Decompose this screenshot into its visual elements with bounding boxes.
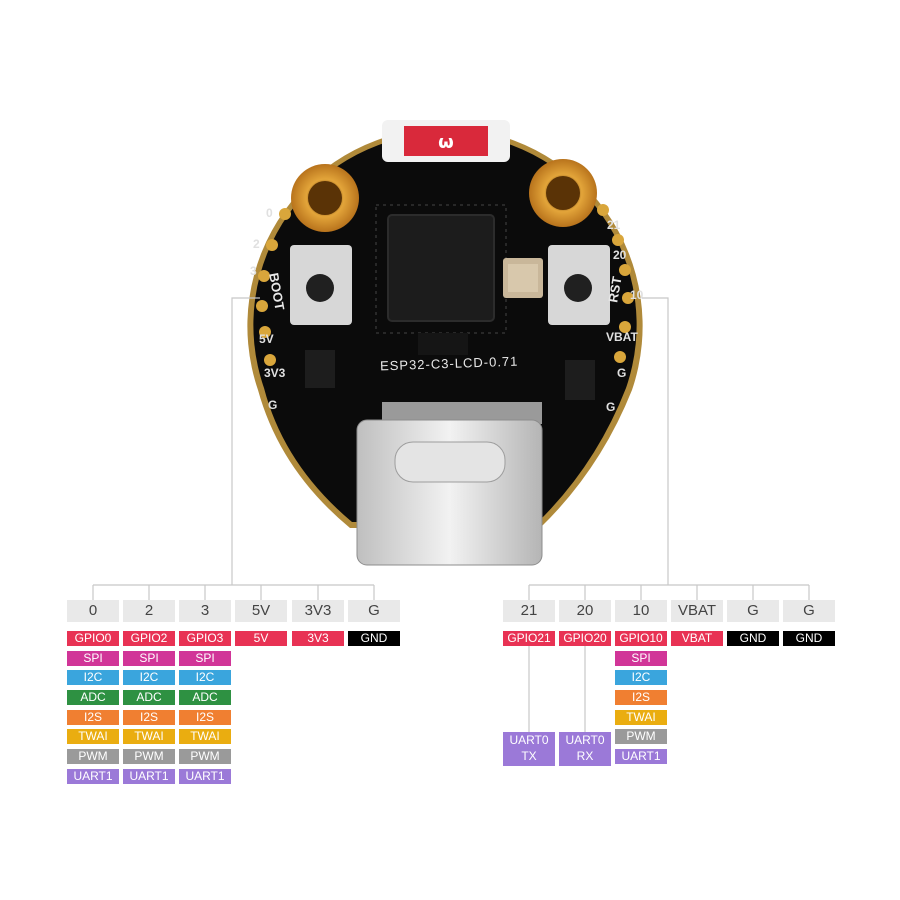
silk-label-g3: G bbox=[606, 400, 616, 414]
pin-tags-g3: GND bbox=[783, 631, 835, 651]
pin-function-tag-i2s: I2S bbox=[67, 709, 119, 725]
pin-function-tag-pwm: PWM bbox=[615, 729, 667, 745]
pin-function-tag-gpio2: GPIO2 bbox=[123, 631, 175, 646]
pin-header-3: 3 bbox=[179, 600, 231, 622]
pin-function-tag-5v: 5V bbox=[235, 631, 287, 646]
pin-header-5v: 5V bbox=[235, 600, 287, 622]
pin-function-tag-gnd: GND bbox=[727, 631, 779, 646]
pin-function-tag-twai: TWAI bbox=[179, 729, 231, 745]
silk-label-3: 3 bbox=[250, 264, 257, 278]
pin-function-tag-uart1: UART1 bbox=[615, 749, 667, 765]
silk-label-g: G bbox=[268, 398, 278, 412]
pin-function-tag-i2s: I2S bbox=[123, 709, 175, 725]
pin-header-2: 2 bbox=[123, 600, 175, 622]
silk-label-3v3: 3V3 bbox=[264, 366, 286, 380]
pin-tags-20: GPIO20 bbox=[559, 631, 611, 651]
silk-label-vbat: VBAT bbox=[606, 330, 638, 344]
pin-function-tag-spi: SPI bbox=[123, 650, 175, 666]
pin-function-tag-i2c: I2C bbox=[615, 670, 667, 686]
pin-function-tag-i2c: I2C bbox=[67, 670, 119, 686]
pin-function-tag-gnd: GND bbox=[783, 631, 835, 646]
antenna-chip-marking: ω bbox=[438, 132, 454, 153]
silk-label-20: 20 bbox=[613, 248, 627, 262]
pin-function-tag-gpio21: GPIO21 bbox=[503, 631, 555, 646]
pin-tags-3v3: 3V3 bbox=[292, 631, 344, 651]
pin-function-tag-i2s: I2S bbox=[615, 690, 667, 706]
pin-header-3v3: 3V3 bbox=[292, 600, 344, 622]
pin-header-vbat: VBAT bbox=[671, 600, 723, 622]
pin-header-0: 0 bbox=[67, 600, 119, 622]
pin-function-tag-adc: ADC bbox=[179, 690, 231, 706]
pin-header-21: 21 bbox=[503, 600, 555, 622]
uart0-rx-line2: RX bbox=[576, 749, 594, 763]
pin-function-tag-pwm: PWM bbox=[179, 749, 231, 765]
pin-function-tag-gpio3: GPIO3 bbox=[179, 631, 231, 646]
pin-header-10: 10 bbox=[615, 600, 667, 622]
pin-function-tag-spi: SPI bbox=[179, 650, 231, 666]
pin-function-tag-uart1: UART1 bbox=[67, 768, 119, 784]
pin-tags-5v: 5V bbox=[235, 631, 287, 651]
pin-function-tag-adc: ADC bbox=[67, 690, 119, 706]
pin-function-tag-spi: SPI bbox=[615, 650, 667, 666]
uart0-rx-line1: UART0 bbox=[565, 733, 605, 747]
pin-function-tag-spi: SPI bbox=[67, 650, 119, 666]
pin-header-g: G bbox=[348, 600, 400, 622]
pin-function-tag-uart1: UART1 bbox=[123, 768, 175, 784]
pin-function-tag-twai: TWAI bbox=[615, 709, 667, 725]
pin-function-tag-adc: ADC bbox=[123, 690, 175, 706]
pin-function-tag-i2c: I2C bbox=[123, 670, 175, 686]
uart0-tx-line2: TX bbox=[521, 749, 537, 763]
silk-label-g2: G bbox=[617, 366, 627, 380]
uart0-tx-line1: UART0 bbox=[509, 733, 549, 747]
pin-function-tag-gpio10: GPIO10 bbox=[615, 631, 667, 646]
pin-function-tag-vbat: VBAT bbox=[671, 631, 723, 646]
pin-header-20: 20 bbox=[559, 600, 611, 622]
silk-label-5v: 5V bbox=[259, 332, 274, 346]
silk-label-2: 2 bbox=[253, 237, 260, 251]
pin-function-tag-i2s: I2S bbox=[179, 709, 231, 725]
pin-function-tag-pwm: PWM bbox=[123, 749, 175, 765]
pin-tags-vbat: VBAT bbox=[671, 631, 723, 651]
pin-function-tag-gpio0: GPIO0 bbox=[67, 631, 119, 646]
pin-function-tag-pwm: PWM bbox=[67, 749, 119, 765]
pin-header-g3: G bbox=[783, 600, 835, 622]
silk-label-21: 21 bbox=[607, 218, 621, 232]
uart0-tx-label: UART0 TX bbox=[503, 732, 555, 766]
pin-function-tag-uart1: UART1 bbox=[179, 768, 231, 784]
pin-function-tag-3v3: 3V3 bbox=[292, 631, 344, 646]
uart0-rx-label: UART0 RX bbox=[559, 732, 611, 766]
pin-function-tag-gpio20: GPIO20 bbox=[559, 631, 611, 646]
pin-function-tag-i2c: I2C bbox=[179, 670, 231, 686]
pin-tags-g2: GND bbox=[727, 631, 779, 651]
pin-function-tag-twai: TWAI bbox=[123, 729, 175, 745]
pin-tags-g: GND bbox=[348, 631, 400, 651]
pin-header-g2: G bbox=[727, 600, 779, 622]
pin-tags-21: GPIO21 bbox=[503, 631, 555, 651]
silk-label-0: 0 bbox=[266, 206, 273, 220]
silk-label-10: 10 bbox=[630, 288, 644, 302]
pin-function-tag-gnd: GND bbox=[348, 631, 400, 646]
pin-function-tag-twai: TWAI bbox=[67, 729, 119, 745]
